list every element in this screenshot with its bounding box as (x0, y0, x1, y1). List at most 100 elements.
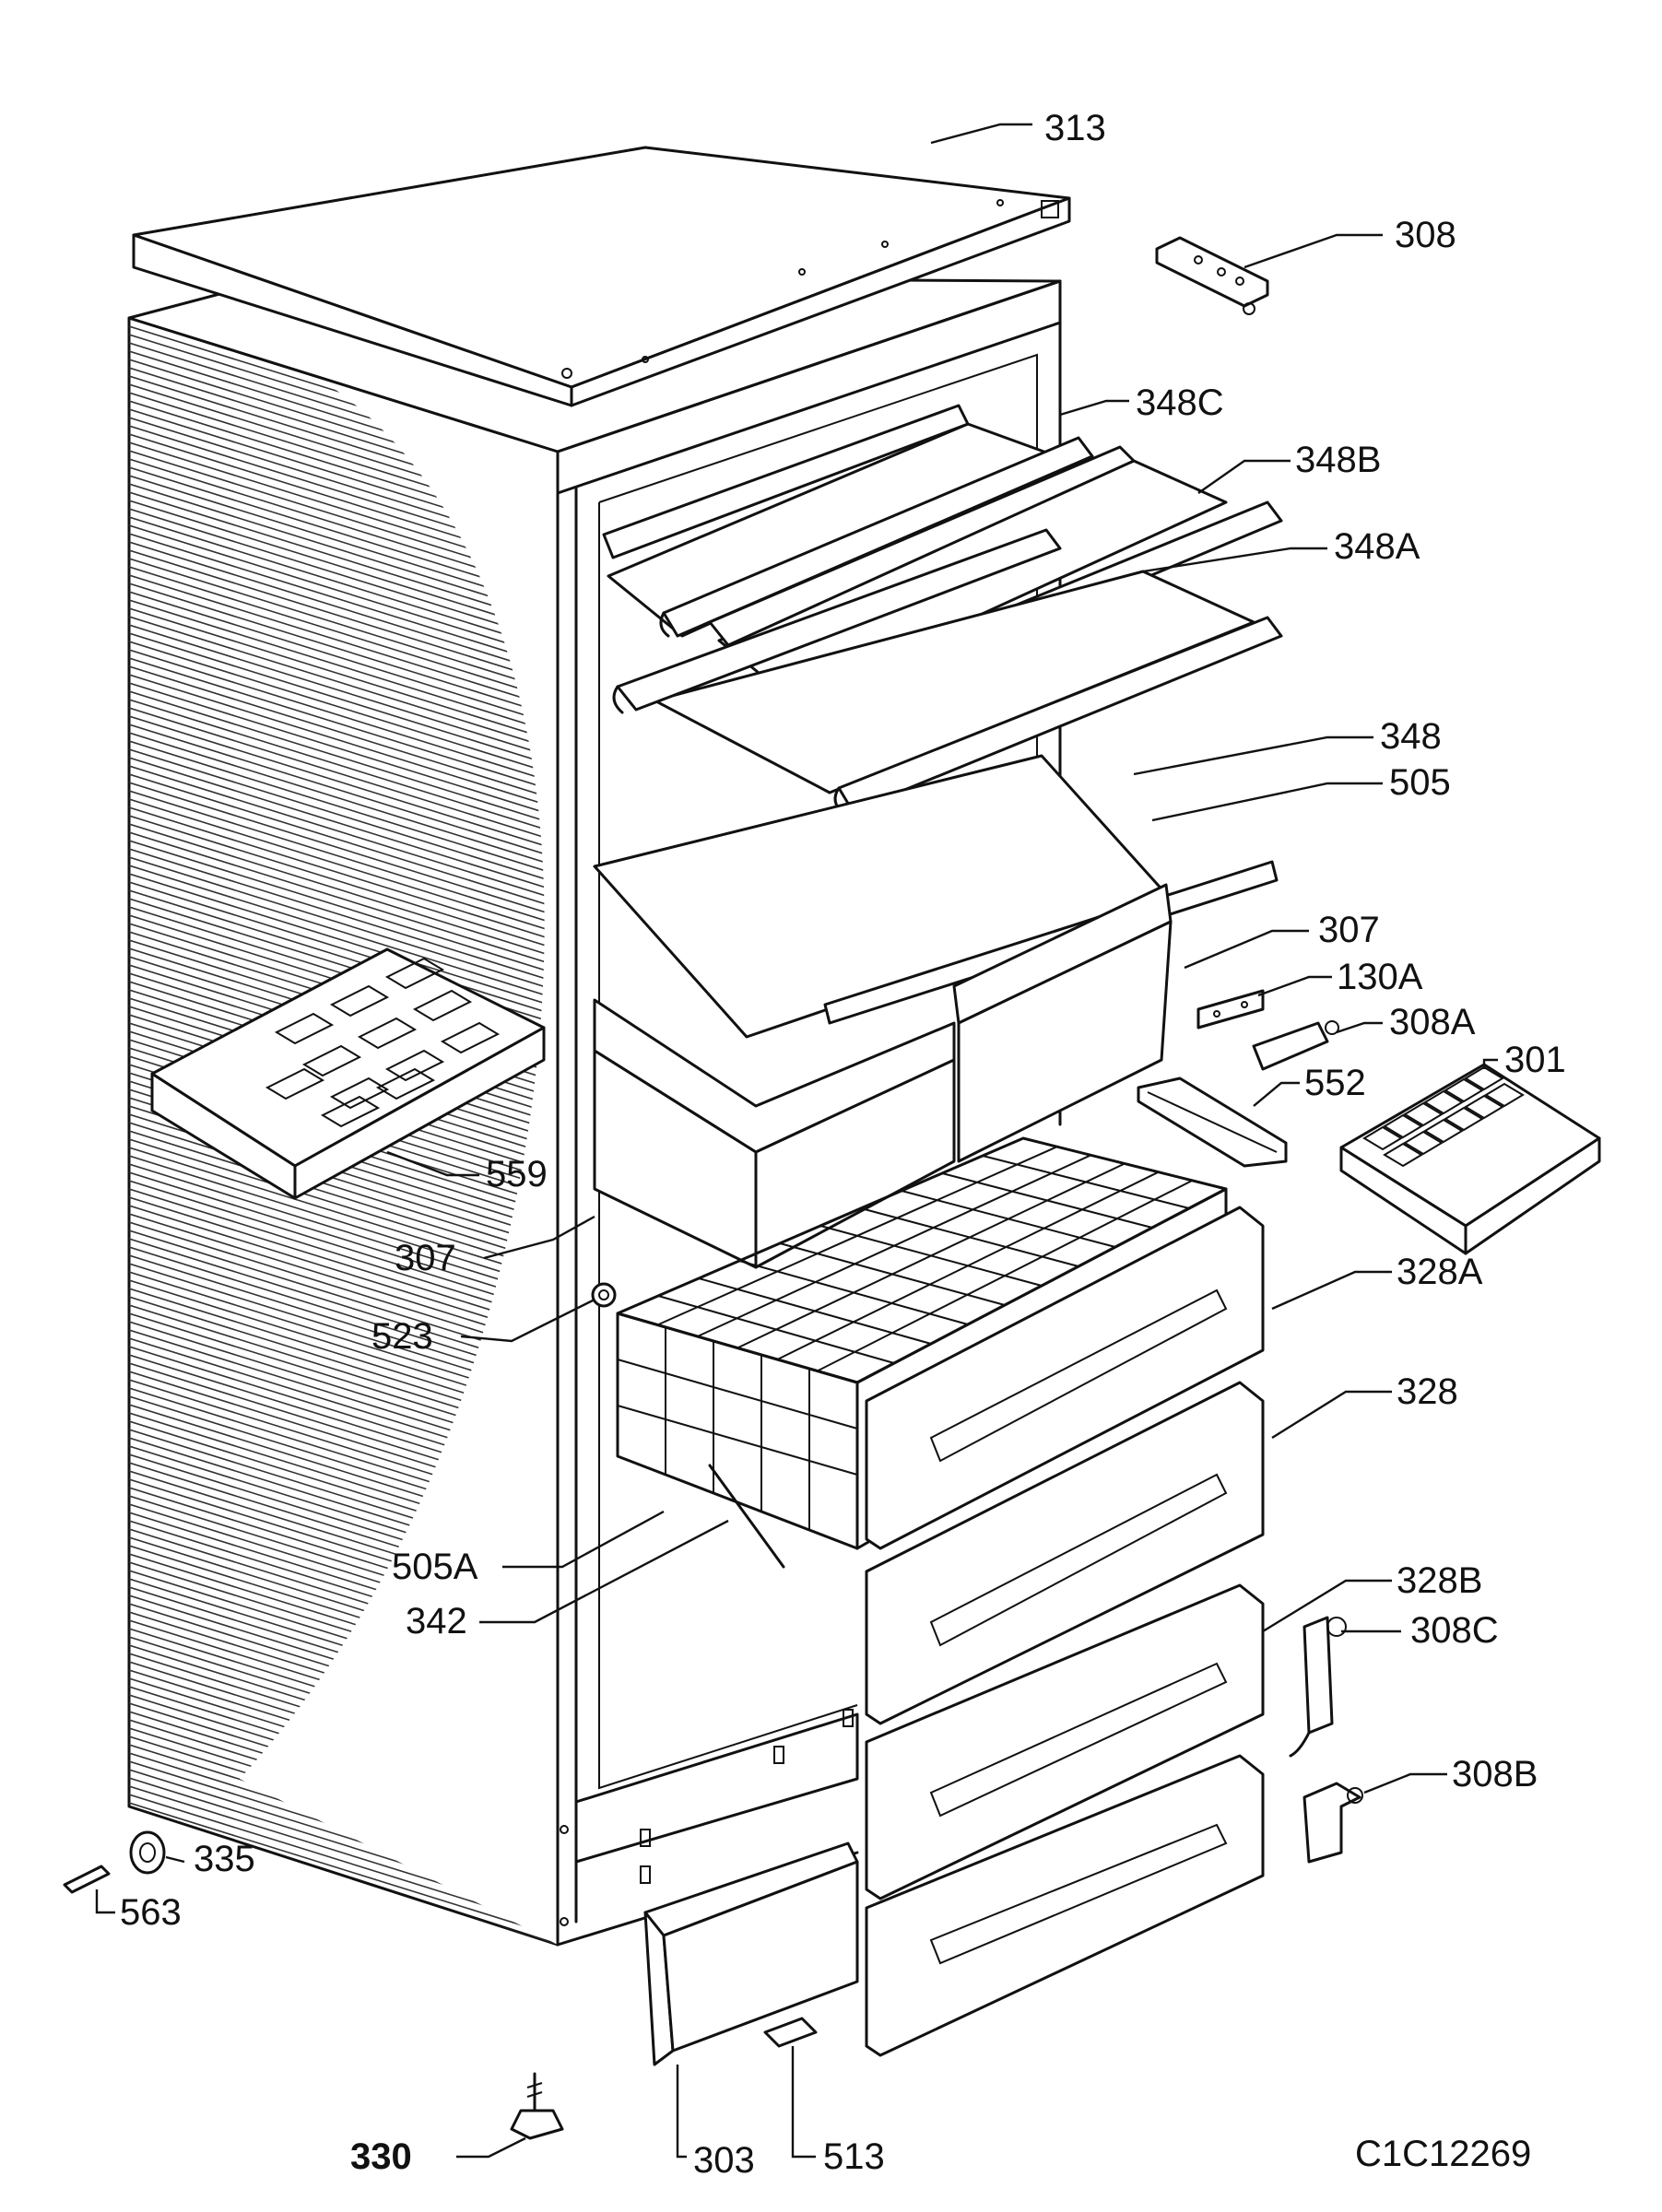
part-label-330: 330 (350, 2136, 412, 2177)
ice-tray-side (1464, 1136, 1601, 1255)
hatch-line (129, 674, 558, 809)
basket-wire (737, 1162, 1126, 1349)
hinge-308A (1252, 1020, 1339, 1071)
plinth (574, 1712, 859, 1864)
part-label-313: 313 (1044, 108, 1106, 148)
ice-cube-cell (1444, 1077, 1484, 1103)
part-label-308A: 308A (1389, 1002, 1476, 1042)
part-label-505: 505 (1389, 762, 1451, 803)
hatch-line (129, 1935, 558, 1945)
stop-knob (591, 1282, 617, 1308)
hatch-line (129, 782, 558, 917)
screw (560, 1825, 569, 1834)
part-label-563: 563 (120, 1892, 182, 1933)
hatch-line (129, 699, 558, 834)
hinge-hook (1289, 1731, 1311, 1758)
part-label-335: 335 (194, 1839, 255, 1879)
hatch-line (129, 483, 558, 618)
hinge-pin (1326, 1617, 1347, 1637)
shelf-rear-rail (616, 528, 1062, 712)
screw (560, 1917, 569, 1926)
plinth-slot (640, 1829, 651, 1847)
hatch-line (129, 1130, 558, 1265)
hatch-line (129, 641, 558, 776)
hatch-line (129, 624, 558, 759)
plinth-slot (773, 1746, 784, 1764)
hatch-line (129, 1926, 558, 1945)
thread (526, 2082, 543, 2088)
hinge-body (1252, 1021, 1329, 1071)
hatch-line (129, 1155, 558, 1290)
hatch-line (129, 757, 558, 892)
stop-knob-center (598, 1289, 609, 1300)
hatch-line (129, 823, 558, 959)
drawer-panel (865, 1583, 1265, 1900)
ice-tray-top (1339, 1063, 1601, 1228)
hatch-line (129, 1205, 558, 1340)
screw (996, 199, 1004, 206)
part-label-552: 552 (1304, 1063, 1366, 1103)
part-label-559: 559 (486, 1154, 548, 1194)
part-labels: 313 308 348C 348B 348A 348 505 307 130A … (120, 108, 1566, 2181)
hatch-line (129, 1171, 558, 1307)
part-label-348C: 348C (1136, 382, 1224, 423)
ice-cube-cell (1383, 1113, 1423, 1139)
leader-lines (95, 123, 1498, 2159)
hinge-hole (1194, 255, 1203, 265)
hatch-line (129, 566, 558, 701)
hatch-line (129, 740, 558, 876)
hatch-line (129, 707, 558, 842)
hatch-line (129, 682, 558, 818)
hatch-line (129, 815, 558, 950)
ice-tray-holder-559 (150, 947, 546, 1200)
ice-cube-cell (1423, 1118, 1464, 1144)
hatch-line (129, 798, 558, 934)
hatch-line (129, 865, 558, 1000)
holder-side (293, 1026, 546, 1200)
hinge-pin (1325, 1020, 1339, 1035)
foot-nut (510, 2109, 564, 2140)
hatch-line (129, 558, 558, 693)
crisper-left (593, 998, 956, 1269)
ice-cube-cell (1464, 1094, 1504, 1120)
hinge-308C (1289, 1616, 1347, 1758)
hatch-line (129, 665, 558, 801)
adjustable-foot-330 (510, 2072, 564, 2140)
part-label-307-lower: 307 (395, 1238, 456, 1278)
holder-cell (274, 1012, 335, 1045)
drawer-panel (865, 1754, 1265, 2057)
holder-cell (357, 1017, 418, 1050)
hatch-line (129, 732, 558, 867)
crisper-front-face (957, 920, 1173, 1163)
hatch-line (129, 508, 558, 643)
holder-cell (301, 1044, 362, 1077)
stop-523 (591, 1282, 617, 1308)
part-label-348: 348 (1380, 716, 1442, 757)
hatch-line (129, 1196, 558, 1332)
hatch-line (129, 1969, 558, 2102)
drawer-panel (865, 1206, 1265, 1550)
side-panel-highlight (240, 387, 558, 1945)
part-label-308C: 308C (1410, 1610, 1499, 1651)
screw (561, 368, 572, 379)
hatch-line (129, 649, 558, 784)
hatch-line (129, 1122, 558, 1257)
crisper-right (952, 883, 1173, 1163)
drawer-handle (929, 1823, 1228, 1965)
shelf-rear-rail (602, 404, 970, 559)
ice-cube-cell (1423, 1089, 1464, 1115)
basket-wire (817, 1179, 1193, 1372)
hatch-line (129, 715, 558, 851)
ice-cube-cell (1403, 1101, 1444, 1127)
hatch-line (129, 616, 558, 751)
part-label-308: 308 (1395, 215, 1456, 255)
basket-wire (697, 1154, 1091, 1337)
basket-wire (776, 1171, 1160, 1360)
hatch-line (129, 1147, 558, 1282)
part-label-301: 301 (1504, 1040, 1566, 1080)
hatch-line (129, 790, 558, 925)
ice-cube-cell (1484, 1082, 1525, 1108)
hatch-line (129, 541, 558, 677)
shelf-front-trim (662, 436, 1094, 638)
holder-cell (440, 1021, 501, 1054)
